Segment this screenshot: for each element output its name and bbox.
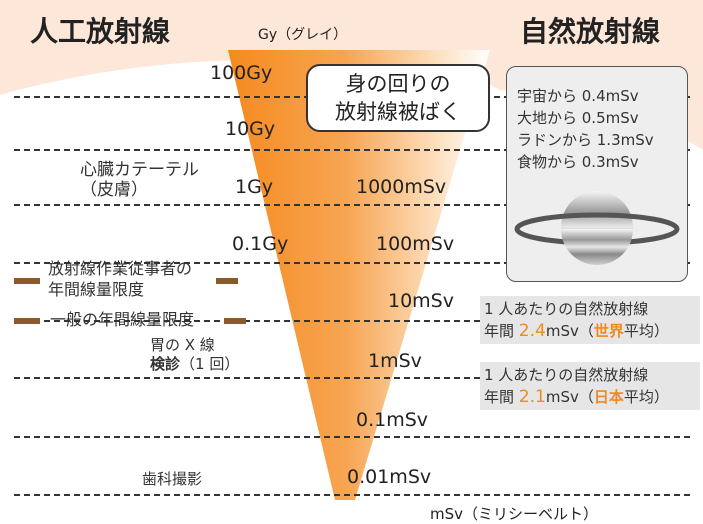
world-unit: mSv（ bbox=[545, 322, 594, 340]
scale-01msv: 0.1mSv bbox=[356, 409, 429, 431]
worker-limit-label: 放射線作業従事者の 年間線量限度 bbox=[48, 258, 192, 300]
public-limit-marker-left bbox=[14, 318, 40, 324]
world-suffix: 平均） bbox=[623, 322, 669, 340]
gray-unit-label: Gy（グレイ） bbox=[258, 27, 348, 43]
bubble-line-2: 放射線被ばく bbox=[335, 100, 461, 124]
world-value: 2.4 bbox=[518, 321, 546, 341]
scale-10msv: 10mSv bbox=[388, 290, 454, 312]
world-region: 世界 bbox=[593, 322, 624, 340]
japan-unit: mSv（ bbox=[545, 388, 594, 406]
japan-value: 2.1 bbox=[518, 387, 546, 407]
dental-xray-label: 歯科撮影 bbox=[142, 470, 203, 488]
xray-rest-text: （1 回） bbox=[180, 355, 240, 373]
scale-01gy: 0.1Gy bbox=[232, 233, 289, 255]
japan-average-box: 1 人あたりの自然放射線 年間 2.1mSv（日本平均） bbox=[480, 362, 700, 410]
scale-100msv: 100mSv bbox=[376, 233, 455, 255]
stomach-xray-label: 胃の X 線 検診（1 回） bbox=[150, 336, 239, 374]
worker-limit-marker-right bbox=[216, 278, 238, 284]
world-average-box: 1 人あたりの自然放射線 年間 2.4mSv（世界平均） bbox=[480, 296, 700, 344]
cardiac-line-2: （皮膚） bbox=[80, 180, 148, 200]
dose-funnel bbox=[228, 50, 490, 500]
saturn-icon bbox=[514, 191, 680, 265]
dashed-line-10gy bbox=[14, 149, 690, 151]
scale-001msv: 0.01mSv bbox=[347, 466, 432, 488]
scale-1000msv: 1000mSv bbox=[356, 176, 447, 198]
public-limit-marker-right bbox=[224, 318, 246, 324]
cardiac-catheter-label: 心臓カテーテル （皮膚） bbox=[80, 160, 199, 200]
japan-line-1: 1 人あたりの自然放射線 bbox=[484, 366, 649, 384]
worker-line-2: 年間線量限度 bbox=[48, 280, 145, 299]
dashed-line-01gy bbox=[14, 262, 690, 264]
dashed-line-10msv bbox=[14, 320, 690, 322]
japan-prefix: 年間 bbox=[484, 388, 519, 406]
worker-limit-marker-left bbox=[14, 278, 40, 284]
natural-ground: 大地から 0.5mSv bbox=[517, 109, 639, 127]
xray-bold-text: 検診 bbox=[150, 355, 181, 373]
scale-1gy: 1Gy bbox=[235, 176, 274, 198]
dashed-line-1gy bbox=[14, 204, 690, 206]
xray-line-1: 胃の X 線 bbox=[150, 336, 215, 354]
world-line-1: 1 人あたりの自然放射線 bbox=[484, 300, 649, 318]
everyday-exposure-bubble: 身の回りの 放射線被ばく bbox=[306, 64, 490, 132]
japan-region: 日本 bbox=[593, 388, 624, 406]
natural-radon: ラドンから 1.3mSv bbox=[517, 131, 654, 149]
natural-sources-box: 宇宙から 0.4mSv 大地から 0.5mSv ラドンから 1.3mSv 食物か… bbox=[506, 66, 688, 282]
cardiac-line-1: 心臓カテーテル bbox=[80, 160, 199, 180]
scale-10gy: 10Gy bbox=[225, 118, 276, 140]
msv-unit-label: mSv（ミリシーベルト） bbox=[430, 505, 599, 523]
natural-radiation-title: 自然放射線 bbox=[520, 15, 661, 48]
worker-line-1: 放射線作業従事者の bbox=[48, 259, 193, 278]
artificial-radiation-title: 人工放射線 bbox=[30, 15, 171, 48]
natural-food: 食物から 0.3mSv bbox=[517, 153, 639, 171]
natural-cosmic: 宇宙から 0.4mSv bbox=[517, 87, 639, 105]
dashed-line-01msv bbox=[14, 436, 690, 438]
public-limit-label: 一般の年間線量限度 bbox=[50, 310, 195, 329]
japan-suffix: 平均） bbox=[623, 388, 669, 406]
bubble-line-1: 身の回りの bbox=[345, 72, 451, 96]
dashed-line-1msv bbox=[14, 377, 690, 379]
scale-100gy: 100Gy bbox=[210, 62, 273, 84]
scale-1msv: 1mSv bbox=[368, 350, 422, 372]
world-prefix: 年間 bbox=[484, 322, 519, 340]
dashed-line-001msv bbox=[14, 494, 690, 496]
